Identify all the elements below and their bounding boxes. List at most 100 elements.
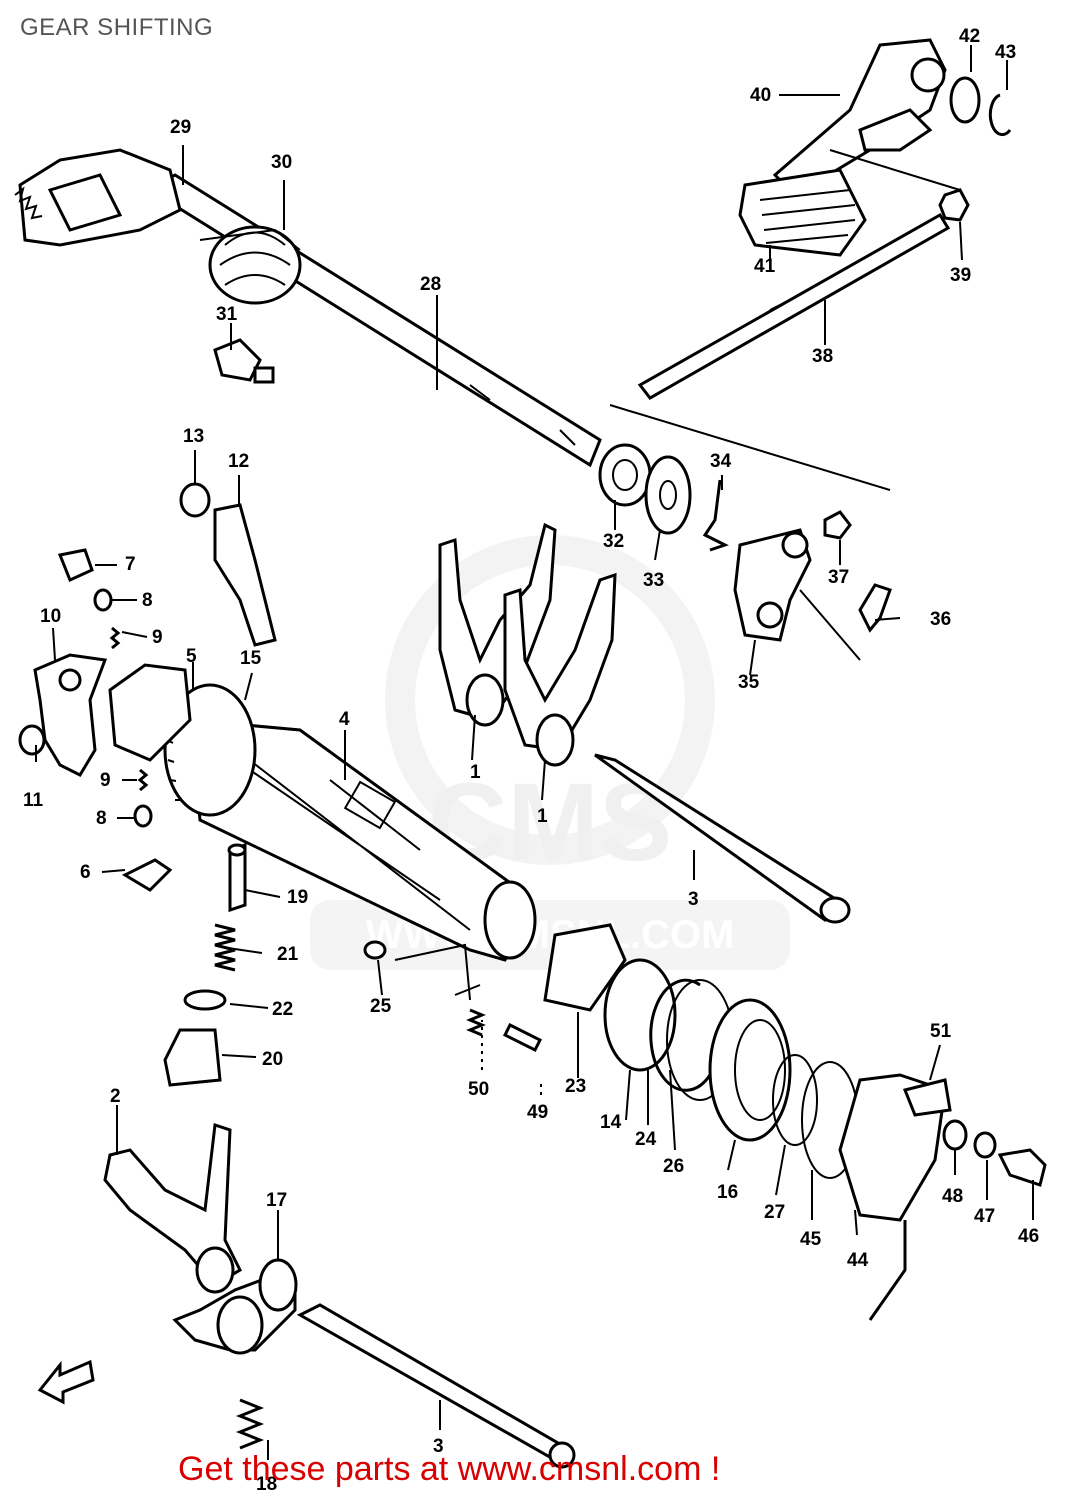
page-title: GEAR SHIFTING	[20, 14, 214, 41]
part-labels: 1 1 2 3 3 4 5 6 7 8 8 9 9 10 11 12 13 14…	[23, 26, 1039, 1495]
spring-34[interactable]	[702, 479, 729, 552]
label-34: 34	[710, 451, 732, 472]
label-9a: 9	[152, 627, 163, 648]
label-27: 27	[764, 1202, 785, 1223]
spring-50[interactable]	[466, 1008, 486, 1037]
bearing-16[interactable]	[708, 998, 792, 1142]
leader-36-35	[799, 589, 861, 661]
washer-33[interactable]	[644, 455, 692, 535]
pin-8a[interactable]	[93, 588, 113, 612]
label-23: 23	[565, 1076, 586, 1097]
label-51: 51	[930, 1021, 952, 1042]
lug-51[interactable]	[902, 1078, 952, 1117]
circlip-24[interactable]	[649, 978, 712, 1092]
label-1a: 1	[470, 762, 481, 783]
footrest-rubber-41[interactable]	[738, 168, 867, 257]
label-12: 12	[228, 451, 249, 472]
label-47: 47	[974, 1206, 995, 1227]
shift-fork-17[interactable]	[172, 1258, 298, 1355]
nut-37[interactable]	[823, 510, 852, 540]
label-35: 35	[738, 672, 760, 693]
shift-fork-1a[interactable]	[438, 522, 557, 727]
spring-9a[interactable]	[109, 626, 121, 650]
bearing-32[interactable]	[598, 443, 652, 507]
leaders-50-49	[481, 1020, 542, 1095]
tie-rod-38[interactable]	[637, 212, 951, 400]
pin-25[interactable]	[363, 940, 387, 960]
washer-14[interactable]	[603, 958, 677, 1072]
label-46: 46	[1018, 1226, 1039, 1247]
washer-48[interactable]	[942, 1119, 968, 1151]
nut-39[interactable]	[938, 188, 970, 222]
shift-arm-29[interactable]	[14, 148, 182, 247]
label-11: 11	[23, 790, 44, 811]
stopper-12[interactable]	[213, 503, 277, 647]
label-9b: 9	[100, 770, 111, 791]
spring-9b[interactable]	[137, 768, 149, 792]
fork-shaft-3a[interactable]	[594, 753, 851, 924]
label-48: 48	[942, 1186, 963, 1207]
label-24: 24	[635, 1129, 657, 1150]
pin-7[interactable]	[57, 548, 94, 583]
stopper-plate-10[interactable]	[33, 653, 108, 777]
label-3b: 3	[433, 1436, 444, 1457]
return-spring-30[interactable]	[199, 225, 302, 305]
label-49: 49	[527, 1102, 548, 1123]
label-31: 31	[216, 304, 238, 325]
bolt-46[interactable]	[997, 1148, 1047, 1187]
cmsnl-parts-link[interactable]: Get these parts at www.cmsnl.com !	[178, 1450, 721, 1488]
leader-40-39	[829, 149, 961, 191]
pin-8b[interactable]	[133, 804, 153, 828]
leaders-middle	[101, 714, 695, 1058]
cam-stopper-arm-35[interactable]	[733, 528, 812, 642]
label-16: 16	[717, 1182, 738, 1203]
label-42: 42	[959, 26, 980, 47]
label-6: 6	[80, 862, 91, 883]
label-28: 28	[420, 274, 441, 295]
label-36: 36	[930, 609, 951, 630]
label-5: 5	[186, 646, 197, 667]
label-38: 38	[812, 346, 833, 367]
o-ring-27[interactable]	[772, 1054, 818, 1146]
label-20: 20	[262, 1049, 283, 1070]
cam-guide-5[interactable]	[108, 663, 192, 762]
washer-42[interactable]	[949, 76, 981, 124]
shift-fork-2[interactable]	[103, 1122, 242, 1294]
cam-stopper-19[interactable]	[227, 842, 247, 913]
front-arrow-icon	[37, 1359, 95, 1405]
label-17: 17	[266, 1190, 287, 1211]
cam-driven-pawl-23[interactable]	[543, 923, 627, 1012]
fork-shaft-3b[interactable]	[296, 1303, 576, 1469]
spring-21[interactable]	[214, 923, 236, 972]
gearshift-cam-4[interactable]	[188, 718, 537, 962]
plug-20[interactable]	[163, 1028, 222, 1087]
label-29: 29	[170, 117, 191, 138]
leader-25-50	[394, 943, 471, 1001]
label-40: 40	[750, 85, 771, 106]
pawl-6[interactable]	[121, 858, 173, 892]
label-32: 32	[603, 531, 624, 552]
bolt-31[interactable]	[213, 338, 275, 384]
washer-47[interactable]	[973, 1131, 997, 1159]
label-8b: 8	[96, 808, 107, 829]
label-22: 22	[272, 999, 293, 1020]
label-45: 45	[800, 1229, 822, 1250]
circlip-43[interactable]	[988, 93, 1012, 137]
label-50: 50	[468, 1079, 489, 1100]
gearshift-lever-40[interactable]	[772, 38, 947, 192]
screw-11[interactable]	[18, 724, 46, 756]
label-1b: 1	[537, 806, 548, 827]
shift-fork-1b[interactable]	[503, 572, 617, 767]
pin-49[interactable]	[502, 1022, 543, 1053]
bolt-36[interactable]	[858, 583, 892, 633]
washer-22[interactable]	[183, 989, 227, 1011]
leaders-bottom	[116, 1105, 441, 1460]
label-10: 10	[40, 606, 61, 627]
bolt-13[interactable]	[179, 482, 211, 518]
label-26: 26	[663, 1156, 684, 1177]
guide-line-upper	[609, 404, 891, 491]
label-13: 13	[183, 426, 204, 447]
label-25: 25	[370, 996, 392, 1017]
spring-18[interactable]	[235, 1398, 265, 1450]
